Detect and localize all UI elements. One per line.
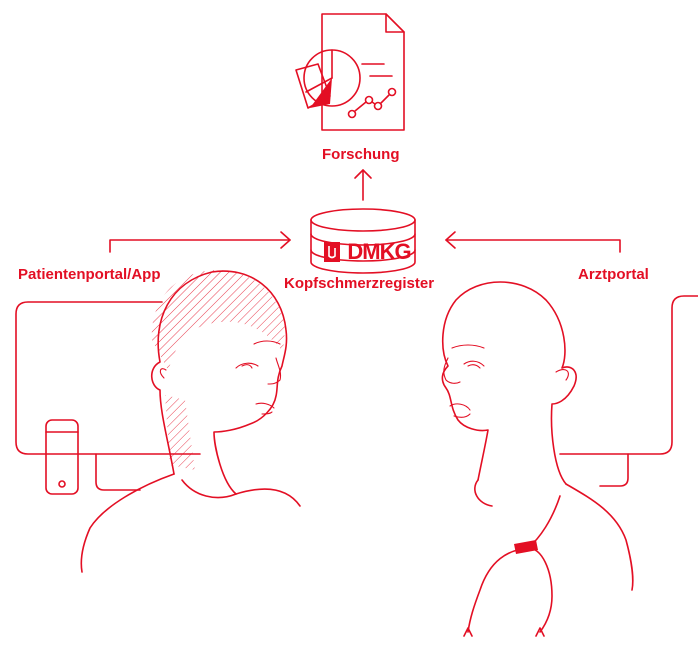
doctor-head-illustration bbox=[442, 282, 632, 636]
arrow-patient-to-registry-icon bbox=[110, 232, 290, 252]
patient-portal-label: Patientenportal/App bbox=[18, 266, 161, 284]
smartphone-icon bbox=[46, 420, 78, 494]
arrow-up-icon bbox=[355, 170, 371, 200]
research-label: Forschung bbox=[322, 146, 400, 164]
doctor-monitor-icon bbox=[560, 296, 698, 486]
registry-label: Kopfschmerzregister bbox=[284, 275, 434, 293]
patient-head-illustration bbox=[81, 260, 300, 572]
research-document-icon bbox=[296, 14, 404, 130]
doctor-portal-label: Arztportal bbox=[578, 266, 649, 284]
dmkg-logo: DMKG bbox=[321, 236, 411, 268]
logo-text: DMKG bbox=[347, 239, 410, 265]
arrow-doctor-to-registry-icon bbox=[446, 232, 620, 252]
paperclip-icon bbox=[321, 240, 343, 264]
